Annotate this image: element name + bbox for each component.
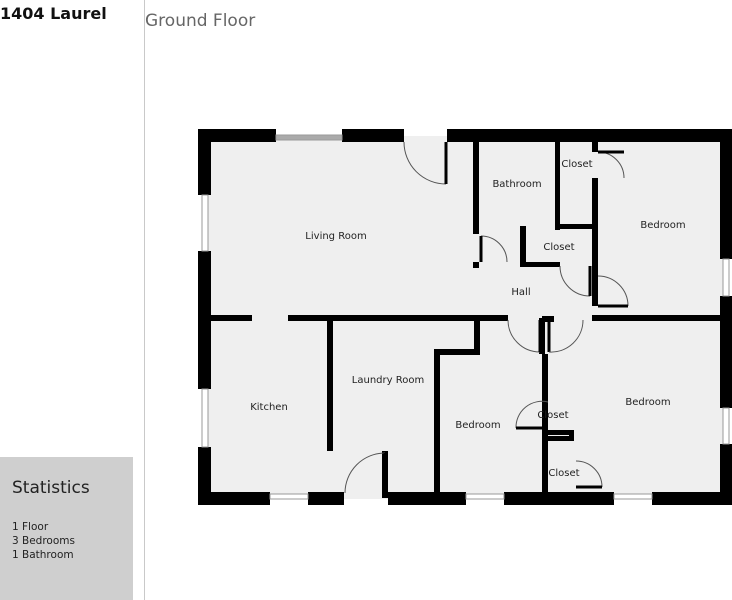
floor-label: Ground Floor	[145, 11, 256, 31]
sidebar: 1404 Laurel Statistics 1 Floor 3 Bedroom…	[0, 0, 145, 600]
statistics-heading: Statistics	[12, 478, 90, 498]
windows	[201, 134, 730, 500]
room-kitchen: Kitchen	[250, 402, 288, 413]
property-title: 1404 Laurel	[0, 4, 107, 23]
room-bedroom-s: Bedroom	[455, 420, 500, 431]
exterior-walls	[198, 129, 732, 505]
stat-bedrooms: 3 Bedrooms	[12, 535, 75, 547]
room-hall: Hall	[511, 287, 530, 298]
room-closet-top: Closet	[561, 159, 592, 170]
room-laundry-room: Laundry Room	[352, 375, 424, 386]
room-living-room: Living Room	[305, 231, 366, 242]
room-closet-s2: Closet	[548, 468, 579, 479]
room-bedroom-ne: Bedroom	[640, 220, 685, 231]
statistics-panel: Statistics 1 Floor 3 Bedrooms 1 Bathroom	[0, 457, 133, 600]
statistics-list: 1 Floor 3 Bedrooms 1 Bathroom	[12, 520, 75, 562]
stat-bathrooms: 1 Bathroom	[12, 549, 74, 561]
door-swings	[344, 141, 629, 494]
room-bathroom: Bathroom	[492, 179, 541, 190]
room-closet-mid: Closet	[543, 242, 574, 253]
room-closet-s1: Closet	[537, 410, 568, 421]
room-bedroom-se: Bedroom	[625, 397, 670, 408]
stat-floors: 1 Floor	[12, 521, 49, 533]
